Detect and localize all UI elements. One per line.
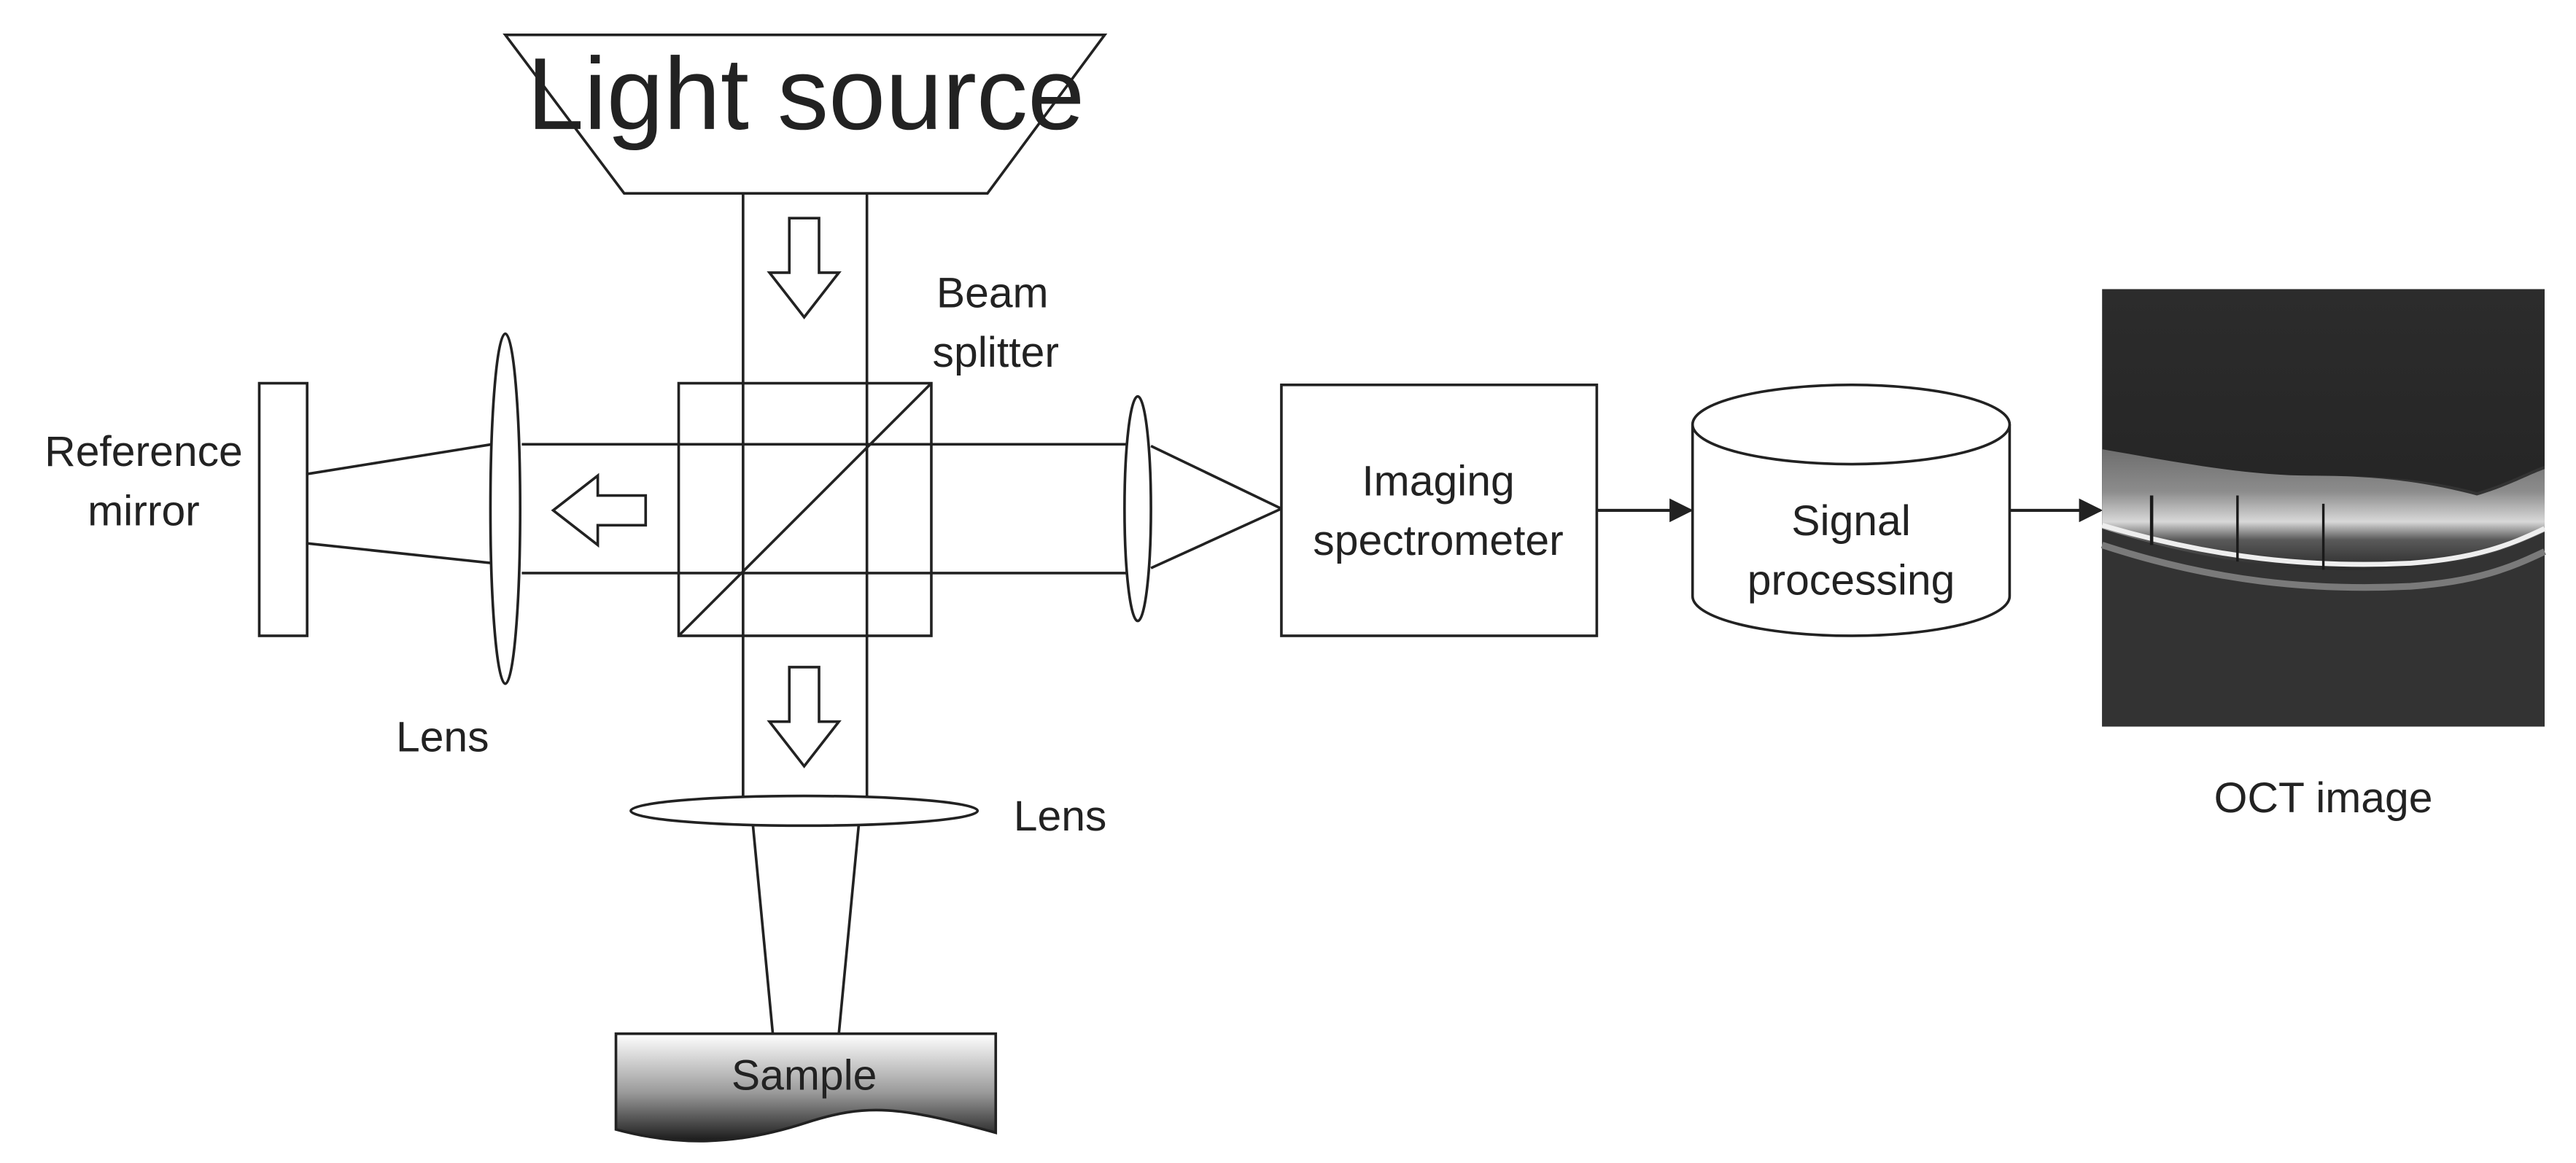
ref-beam-upper [306, 443, 492, 475]
bottom-lens-label: Lens [1014, 793, 1107, 840]
beam-splitter-diagonal [678, 382, 933, 637]
light-source-shape [503, 34, 1108, 195]
beam-splitter-label-line1: Beam [936, 269, 1049, 316]
beam-splitter-box [677, 381, 933, 637]
reference-mirror-plate [257, 381, 309, 637]
signal-processing-cylinder-top [1691, 384, 2011, 466]
left-lens [489, 332, 522, 685]
bottom-lens [629, 794, 979, 828]
sample-block [614, 1032, 998, 1143]
sample-beam-right [837, 825, 861, 1034]
oct-image-picture [2100, 289, 2546, 727]
focus-lower [1150, 507, 1282, 569]
ref-beam-lower [306, 542, 492, 565]
left-arrow [551, 472, 648, 548]
focus-upper [1150, 444, 1282, 510]
reference-mirror-label-line1: Reference [44, 428, 243, 475]
imaging-spectrometer-box [1280, 384, 1599, 637]
signal-processing-label-line1: Signal [1791, 497, 1911, 545]
oct-image-label: OCT image [2214, 774, 2433, 822]
imaging-spectrometer-label-line1: Imaging [1362, 458, 1514, 505]
left-lens-label: Lens [396, 713, 489, 761]
down-arrow-upper [767, 217, 842, 319]
sample-beam-left [751, 825, 775, 1034]
imaging-spectrometer-label-line2: spectrometer [1313, 517, 1563, 564]
right-lens [1123, 394, 1152, 623]
reference-mirror-label-line2: mirror [88, 487, 200, 534]
beam-splitter-label-line2: splitter [933, 329, 1059, 376]
down-arrow-lower [767, 666, 842, 769]
signal-processing-label-line2: processing [1747, 556, 1955, 604]
sample-label: Sample [732, 1052, 877, 1100]
signal-processing-cylinder [1691, 424, 2011, 637]
light-source-label: Light source [527, 36, 1085, 151]
